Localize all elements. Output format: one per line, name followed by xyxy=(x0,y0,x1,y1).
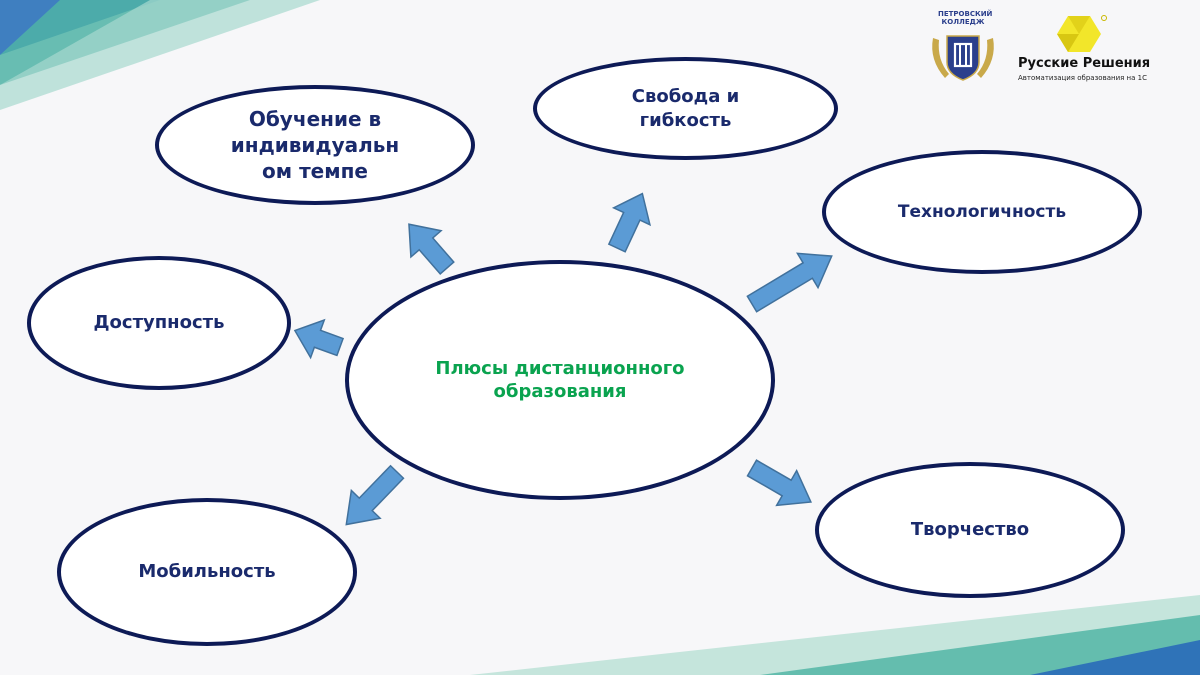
arrow-to-mobility xyxy=(345,464,405,526)
college-logo: ПЕТРОВСКИЙ КОЛЛЕДЖ xyxy=(925,10,1001,86)
node-freedom: Свобода и гибкость xyxy=(533,57,838,160)
node-mobility: Мобильность xyxy=(57,498,357,646)
node-freedom-label: Свобода и гибкость xyxy=(631,86,740,131)
arrow-to-creativity xyxy=(746,459,813,507)
bottom-right-stripe-dark xyxy=(1030,640,1200,675)
arrow-to-individual-pace xyxy=(408,223,455,275)
company-tagline: Автоматизация образования на 1С xyxy=(1018,74,1147,82)
node-individual-pace-label: Обучение в индивидуальн ом темпе xyxy=(230,107,400,183)
node-technology: Технологичность xyxy=(822,150,1142,274)
arrow-to-freedom xyxy=(607,192,652,253)
center-label: Плюсы дистанционного образования xyxy=(435,357,685,402)
node-creativity: Творчество xyxy=(815,462,1125,598)
top-left-stripe-light xyxy=(0,0,320,110)
hexagon-logo-icon xyxy=(1057,15,1107,52)
college-emblem-icon xyxy=(932,35,994,81)
node-individual-pace: Обучение в индивидуальн ом темпе xyxy=(155,85,475,205)
college-logo-caption: ПЕТРОВСКИЙ КОЛЛЕДЖ xyxy=(938,10,993,26)
bottom-right-stripe-teal xyxy=(760,615,1200,675)
company-name: Русские Решения xyxy=(1018,56,1151,71)
node-mobility-label: Мобильность xyxy=(138,561,276,583)
node-accessibility-label: Доступность xyxy=(93,312,225,334)
node-creativity-label: Творчество xyxy=(910,519,1030,541)
arrow-to-technology xyxy=(746,252,833,313)
arrow-to-accessibility xyxy=(293,318,345,360)
russkie-resheniya-logo: Русские Решения Автоматизация образовани… xyxy=(1018,14,1158,84)
node-accessibility: Доступность xyxy=(27,256,291,390)
center-node: Плюсы дистанционного образования xyxy=(345,260,775,500)
node-technology-label: Технологичность xyxy=(897,201,1067,222)
